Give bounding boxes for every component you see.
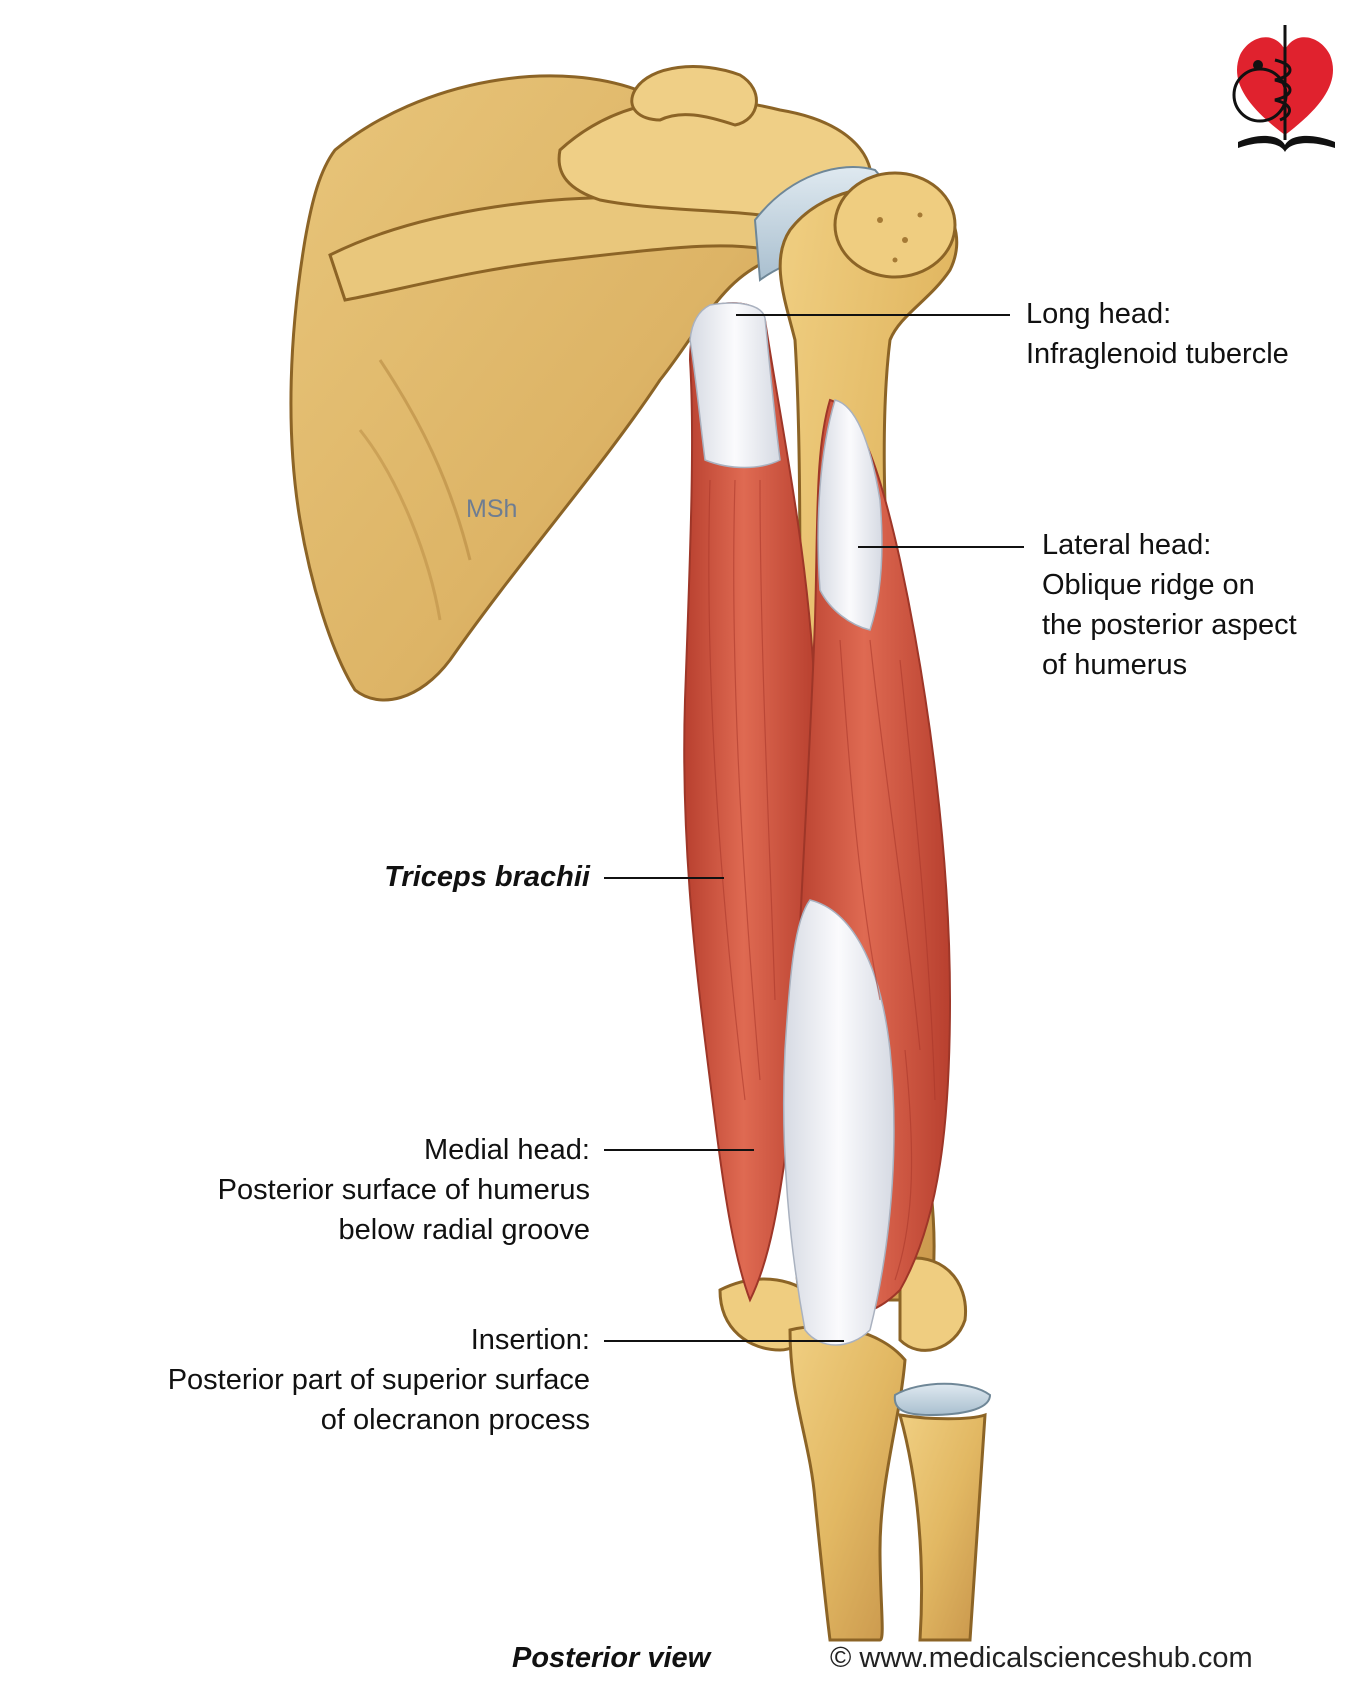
medial-head-line-2: below radial groove bbox=[338, 1214, 590, 1246]
lateral-head-line-1: Oblique ridge on bbox=[1042, 569, 1255, 601]
view-caption: Posterior view bbox=[512, 1642, 711, 1674]
long-head-title: Long head: bbox=[1026, 298, 1172, 330]
insertion-leader-line bbox=[604, 1340, 844, 1342]
long-head-label: Long head: Infraglenoid tubercle bbox=[1026, 294, 1289, 374]
medial-head-line-1: Posterior surface of humerus bbox=[217, 1174, 590, 1206]
heart-caduceus-book-icon bbox=[1232, 25, 1335, 152]
medial-head-title: Medial head: bbox=[423, 1134, 590, 1166]
triceps-common-tendon bbox=[782, 899, 895, 1346]
muscle-name-label: Triceps brachii bbox=[384, 861, 590, 893]
muscle-name-leader-line bbox=[604, 877, 724, 879]
lateral-head-line-3: of humerus bbox=[1042, 649, 1188, 681]
watermark-text: MSh bbox=[466, 495, 518, 523]
lateral-head-line-2: the posterior aspect bbox=[1042, 609, 1297, 641]
elbow-bones bbox=[718, 1256, 992, 1642]
lateral-head-leader-line bbox=[858, 546, 1024, 548]
long-head-leader-line bbox=[736, 314, 1010, 316]
triceps-long-head bbox=[683, 302, 817, 1303]
insertion-title: Insertion: bbox=[470, 1324, 590, 1356]
insertion-line-1: Posterior part of superior surface bbox=[167, 1364, 590, 1396]
lateral-head-label: Lateral head: Oblique ridge on the poste… bbox=[1042, 525, 1297, 685]
medial-head-leader-line bbox=[604, 1149, 754, 1151]
insertion-label: Insertion: Posterior part of superior su… bbox=[168, 1320, 590, 1440]
long-head-tendon bbox=[689, 302, 781, 469]
copyright-text: © www.medicalscienceshub.com bbox=[830, 1642, 1253, 1674]
lateral-head-title: Lateral head: bbox=[1042, 529, 1212, 561]
muscle-fibres bbox=[708, 479, 936, 1281]
medial-head-label: Medial head: Posterior surface of humeru… bbox=[218, 1130, 590, 1250]
long-head-detail: Infraglenoid tubercle bbox=[1026, 338, 1289, 370]
insertion-line-2: of olecranon process bbox=[320, 1404, 590, 1436]
lateral-head-tendon bbox=[817, 399, 883, 631]
